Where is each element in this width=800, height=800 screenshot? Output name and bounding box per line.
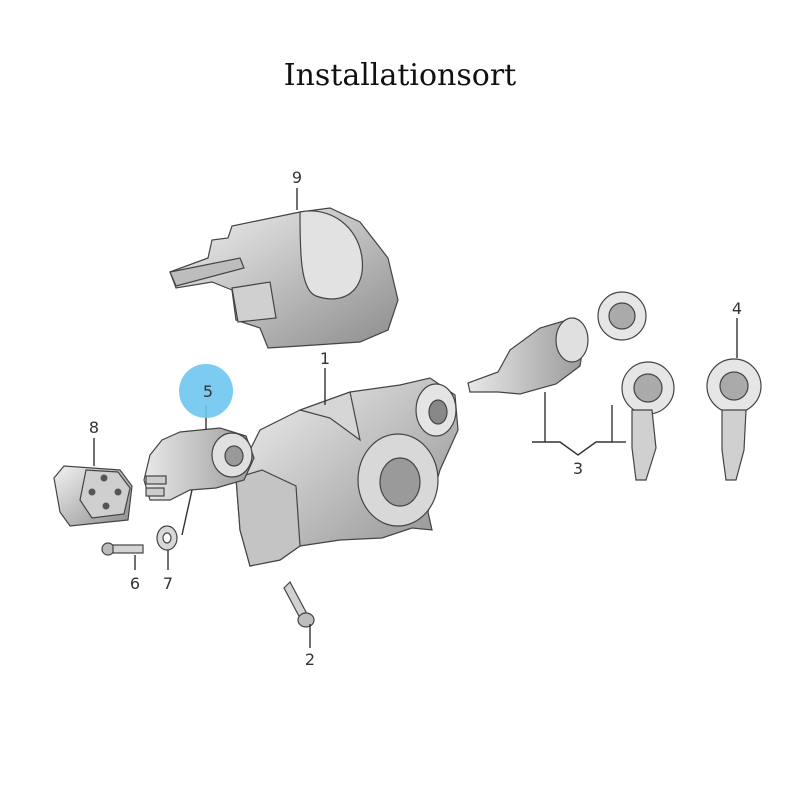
key-part <box>706 358 762 481</box>
lock-housing-part <box>235 377 459 567</box>
diagram-title: Installationsort <box>283 58 517 93</box>
washer-part <box>156 525 178 551</box>
leader-lines <box>93 188 738 648</box>
label-part-9: 9 <box>292 168 302 187</box>
lock-cylinder-part <box>467 291 675 481</box>
connector-part <box>53 465 133 527</box>
label-part-7: 7 <box>163 574 173 593</box>
label-part-8: 8 <box>89 418 99 437</box>
label-part-6: 6 <box>130 574 140 593</box>
label-part-5: 5 <box>203 382 213 401</box>
screw-part <box>101 542 144 556</box>
ignition-switch-part <box>143 427 255 501</box>
highlight-marker <box>179 364 233 418</box>
label-part-4: 4 <box>732 299 742 318</box>
label-part-2: 2 <box>305 650 315 669</box>
label-part-1: 1 <box>320 349 330 368</box>
cover-part <box>169 207 399 349</box>
label-part-3: 3 <box>573 459 583 478</box>
bolt-part <box>283 581 315 628</box>
